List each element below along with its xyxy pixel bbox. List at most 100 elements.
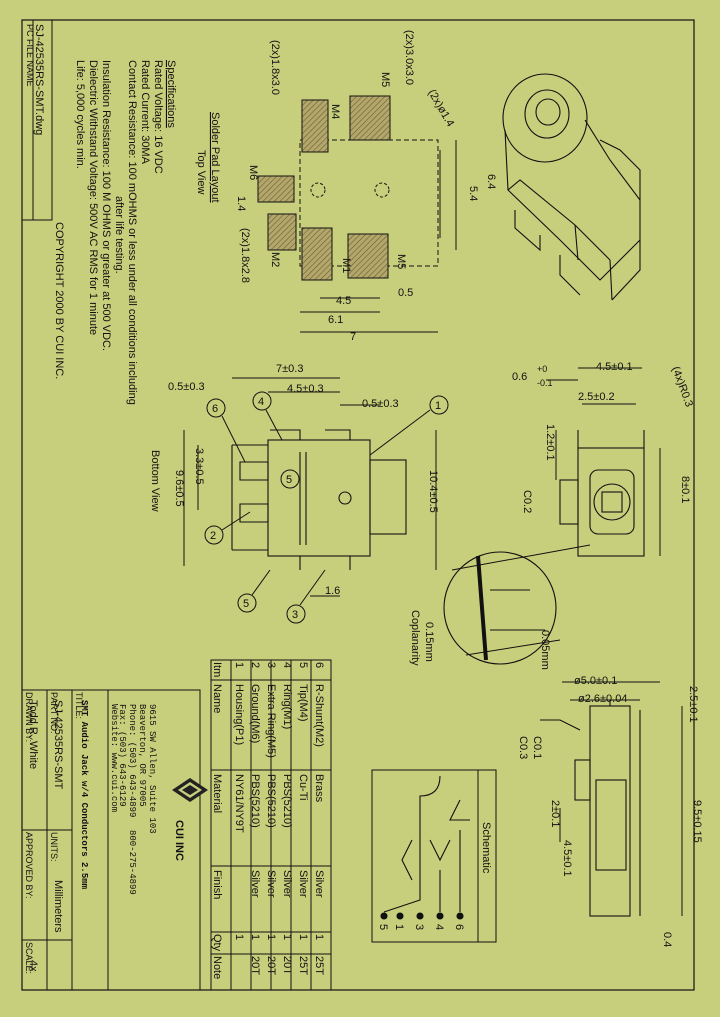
pad-layout-title: Solder Pad Layout [209, 112, 221, 203]
table-cell: 5 [297, 662, 309, 668]
front-dim-tol: +0 [537, 364, 547, 374]
table-cell: Silver [281, 870, 293, 898]
pad-label: M6 [247, 165, 259, 180]
file-name-block: PC FILE NAME SJ-42535RS-SMT.dwg COPYRIGH… [21, 19, 65, 379]
table-cell: Ring(M1) [281, 684, 293, 729]
table-cell: 20T [265, 956, 277, 975]
callout-label: 1 [435, 400, 441, 412]
pc-file-name-label: PC FILE NAME [25, 24, 35, 87]
spec-line: Rated Current: 30MA [139, 60, 151, 165]
table-cell: Cu-Ti [297, 774, 309, 800]
coplanarity-detail: 0.15mm Coplanarity 0.05mm [409, 544, 591, 670]
pad-m6 [257, 175, 295, 203]
table-cell: Tip(M4) [297, 684, 309, 721]
front-dim: 1.2±0.1 [544, 424, 556, 461]
table-cell: Extra Ring(M5) [265, 684, 277, 758]
side-dim: 4.5±0.1 [561, 840, 573, 877]
pad-label: M5 [379, 72, 391, 87]
address-line: Website: www.cui.com [109, 704, 119, 812]
callout-label: 4 [258, 396, 264, 408]
pad-m4 [301, 99, 329, 153]
detail-dim: 0.15mm [423, 622, 435, 662]
table-cell: 20T [281, 956, 293, 975]
pad-dim: 6.4 [485, 174, 497, 189]
table-cell: Ground(M6) [249, 684, 261, 743]
pad-dim: (2x)1.8x3.0 [269, 40, 281, 95]
bottom-dim: 0.5±0.3 [168, 381, 205, 393]
table-header-cell: Qty [211, 934, 223, 952]
table-cell: Silver [297, 870, 309, 898]
drawn-by: Todd R. White [27, 700, 39, 769]
table-header-cell: Name [211, 684, 223, 713]
table-cell: 1 [233, 662, 245, 668]
table-header-cell: Material [211, 774, 223, 813]
sheet-border [21, 19, 695, 991]
table-cell: Silver [265, 870, 277, 898]
spec-line: Rated Voltage: 16 VDC [152, 60, 164, 174]
side-dim: ø2.6±0.04 [578, 693, 627, 705]
table-cell: 1 [249, 934, 261, 940]
pad-dim: (2x)3.0x3.0 [403, 30, 415, 85]
detail-dim: 0.05mm [539, 630, 551, 670]
title-label: TITLE: [74, 692, 84, 719]
front-dim: 2.5±0.2 [578, 391, 615, 403]
bottom-view: Bottom View 7±0.3 0.5±0.3 4.5±0.3 0.5±0.… [149, 363, 449, 624]
bottom-dim: 10.4±0.5 [427, 470, 439, 513]
schematic-title: Schematic [480, 822, 492, 874]
specifications: Specifications Rated Voltage: 16 VDC Rat… [74, 60, 177, 405]
pad-dim: 5.4 [467, 186, 479, 201]
pad-m5-bottom [347, 233, 389, 279]
pad-hole [310, 182, 326, 198]
approved-label: APPROVED BY: [24, 832, 34, 899]
address-line: Phone: (503) 643-4899 [127, 704, 137, 817]
table-header-cell: Finish [211, 870, 223, 899]
side-dim: 2±0.1 [549, 800, 561, 827]
detail-dim: Coplanarity [409, 610, 421, 666]
specs-heading: Specifications [165, 60, 177, 128]
table-cell: 1 [297, 934, 309, 940]
table-cell: Housing(P1) [233, 684, 245, 745]
table-cell: 1 [313, 934, 325, 940]
front-dim: 4.5±0.1 [596, 361, 633, 373]
table-cell: 25T [313, 956, 325, 975]
jack-isometric [502, 73, 641, 301]
callout-label: 6 [212, 403, 218, 415]
scale-label: SCALE: [24, 942, 34, 974]
table-cell: 4 [281, 662, 293, 668]
bottom-dim: 1.6 [325, 585, 340, 597]
pad-dim: (2x)1.8x2.8 [239, 228, 251, 283]
pad-label: M4 [329, 104, 341, 119]
title-block: DRAWN BY: Todd R. White APPROVED BY: PAR… [21, 689, 208, 991]
table-cell: PBS(5210) [281, 774, 293, 828]
pad-label: M1 [340, 258, 352, 273]
schematic-pin: 6 [453, 924, 465, 930]
table-cell: PBS(5210) [249, 774, 261, 828]
pad-m5-top [349, 95, 391, 141]
table-cell: Brass [313, 774, 325, 803]
schematic-pin: 1 [393, 924, 405, 930]
callout-label: 2 [210, 530, 216, 542]
schematic: Schematic 6 4 5 1 3 [371, 769, 497, 943]
spec-line: after life testing. [113, 196, 125, 274]
pad-label: M2 [269, 252, 281, 267]
table-cell: 2 [249, 662, 261, 668]
side-dim: ø5.0±0.1 [574, 675, 617, 687]
copyright: COPYRIGHT 2000 BY CUI INC. [53, 222, 65, 379]
bottom-dim: 3.3±0.5 [193, 448, 205, 485]
address-line: Fax: (503) 643-6129 [117, 704, 127, 807]
table-cell: 25T [297, 956, 309, 975]
front-dim: 0.6 [512, 371, 527, 383]
bottom-dim: 4.5±0.3 [287, 383, 324, 395]
pad-layout-subtitle: Top View [195, 150, 207, 194]
pad-label: M5 [395, 254, 407, 269]
units: Millimeters [52, 880, 64, 933]
pad-dim: 7 [350, 331, 356, 343]
spec-line: Dielectric Withstand Voltage: 500V AC RM… [87, 60, 99, 335]
bottom-dim: 7±0.3 [276, 363, 303, 375]
front-dim: C0.2 [521, 490, 533, 513]
side-dim: 2.5±0.1 [687, 686, 699, 723]
front-dim-tol: -0.1 [537, 378, 553, 388]
table-header-cell: Note [211, 956, 223, 979]
